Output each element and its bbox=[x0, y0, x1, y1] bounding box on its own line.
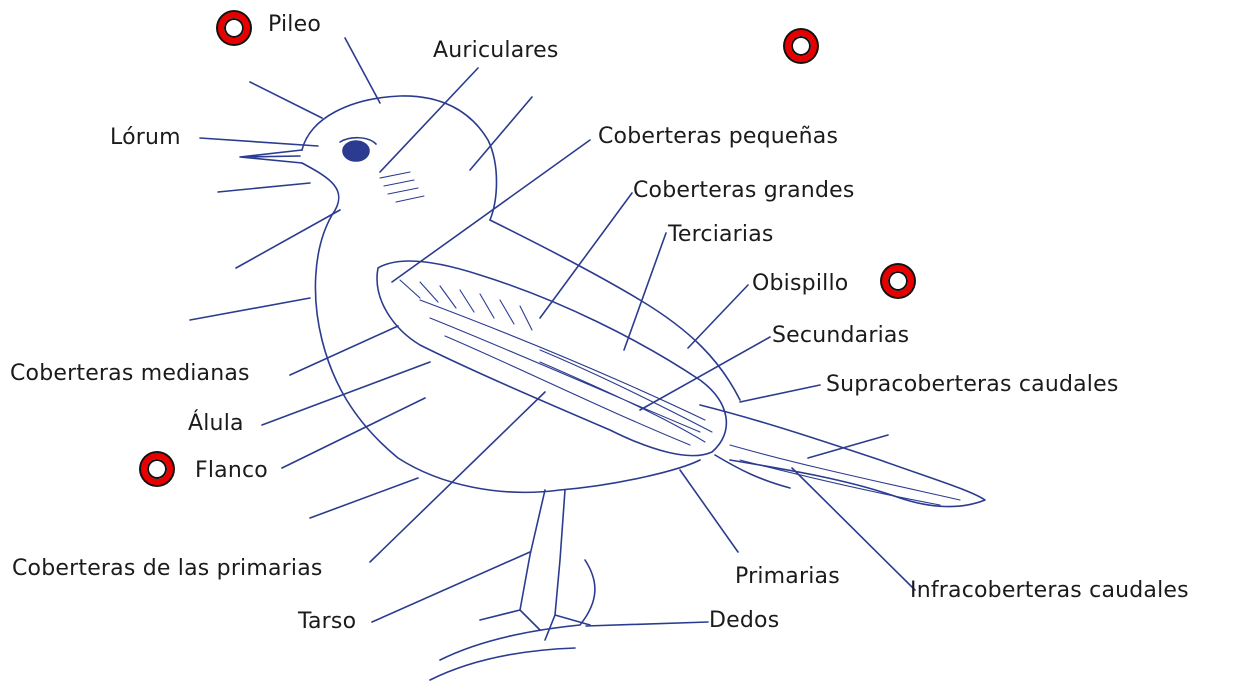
bird-wing-outline bbox=[377, 261, 726, 456]
label-dedos: Dedos bbox=[709, 608, 779, 634]
leader-line-flanco bbox=[282, 398, 425, 468]
label-tarso: Tarso bbox=[298, 609, 356, 635]
leader-line-unlabeled-1 bbox=[250, 82, 322, 118]
leader-line-unlabeled-6 bbox=[808, 435, 888, 458]
leader-line-obispillo bbox=[688, 285, 748, 348]
label-flanco: Flanco bbox=[195, 458, 268, 484]
label-terciarias: Terciarias bbox=[668, 222, 774, 248]
leader-line-alula bbox=[262, 362, 430, 425]
leader-line-coberteras-medianas bbox=[290, 326, 398, 375]
leader-line-coberteras-grandes bbox=[540, 193, 632, 318]
label-coberteras-grandes: Coberteras grandes bbox=[633, 178, 855, 204]
label-secundarias: Secundarias bbox=[772, 323, 909, 349]
leader-line-pileo bbox=[345, 38, 380, 103]
label-coberteras-medianas: Coberteras medianas bbox=[10, 361, 250, 387]
leader-line-unlabeled-7 bbox=[310, 478, 418, 518]
leader-line-dedos bbox=[586, 622, 708, 626]
leader-line-unlabeled-4 bbox=[236, 210, 340, 268]
label-primarias: Primarias bbox=[735, 564, 840, 590]
marker-obispillo[interactable] bbox=[882, 265, 914, 297]
label-pileo: Pileo bbox=[268, 12, 321, 38]
label-coberteras-primarias: Coberteras de las primarias bbox=[12, 556, 323, 582]
marker-pileo[interactable] bbox=[218, 12, 250, 44]
leader-line-unlabeled-3 bbox=[218, 183, 310, 192]
bird-tail bbox=[700, 405, 985, 507]
leader-line-coberteras-pequenas bbox=[392, 140, 590, 282]
leader-line-auriculares bbox=[380, 68, 478, 172]
leader-line-unlabeled-2 bbox=[470, 97, 532, 170]
bird-eye bbox=[343, 141, 369, 161]
label-supracoberteras-caudales: Supracoberteras caudales bbox=[826, 372, 1119, 398]
marker-flanco[interactable] bbox=[141, 453, 173, 485]
marker-top-right[interactable] bbox=[785, 30, 817, 62]
leader-line-terciarias bbox=[624, 233, 666, 350]
leader-line-supracoberteras bbox=[740, 385, 820, 402]
bird-beak bbox=[240, 150, 302, 163]
leader-line-coberteras-primarias bbox=[370, 392, 545, 562]
bird-legs bbox=[480, 490, 590, 640]
leader-line-primarias bbox=[680, 470, 738, 552]
leader-line-tarso bbox=[372, 552, 530, 622]
leader-line-unlabeled-5 bbox=[190, 298, 310, 320]
label-lorum: Lórum bbox=[110, 125, 181, 151]
label-infracoberteras-caudales: Infracoberteras caudales bbox=[910, 578, 1189, 604]
label-obispillo: Obispillo bbox=[752, 271, 848, 297]
label-alula: Álula bbox=[188, 411, 244, 437]
label-coberteras-pequenas: Coberteras pequeñas bbox=[598, 124, 838, 150]
leader-line-lorum bbox=[200, 138, 318, 146]
label-auriculares: Auriculares bbox=[433, 38, 559, 64]
